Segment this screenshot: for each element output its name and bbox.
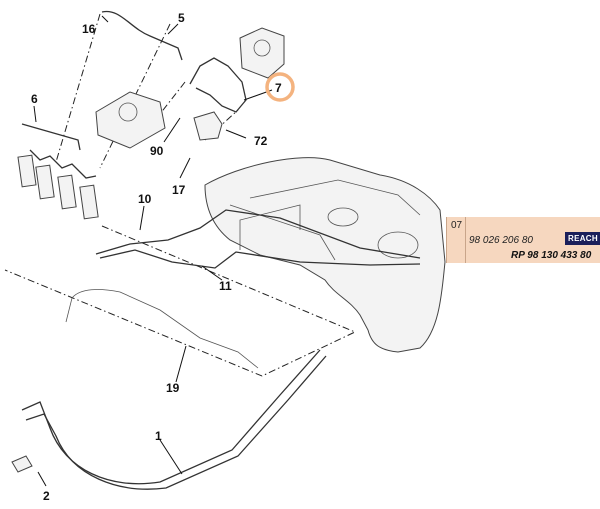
pipe-7 bbox=[189, 57, 247, 113]
valve-block bbox=[193, 111, 223, 141]
callout-90: 90 bbox=[150, 144, 164, 158]
callout-7: 7 bbox=[275, 81, 282, 95]
part-number: 98 026 206 80 bbox=[469, 235, 533, 246]
connector-2 bbox=[11, 455, 33, 473]
reference-code: 07 bbox=[451, 220, 463, 231]
callout-10: 10 bbox=[138, 192, 152, 206]
callout-2: 2 bbox=[43, 489, 50, 503]
highlight-circle bbox=[265, 72, 295, 102]
reach-badge: REACH bbox=[565, 232, 600, 245]
callout-72: 72 bbox=[254, 134, 268, 148]
callout-6: 6 bbox=[31, 92, 38, 106]
reference-code-column: 07 bbox=[447, 217, 466, 263]
filter-housing bbox=[239, 27, 285, 79]
pipe-11 bbox=[99, 249, 421, 269]
assembly-guide-lines bbox=[4, 13, 357, 377]
hose-19 bbox=[65, 289, 259, 369]
callout-1: 1 bbox=[155, 429, 162, 443]
callout-19: 19 bbox=[166, 381, 180, 395]
leader-lines bbox=[33, 15, 273, 487]
pipe-5 bbox=[101, 10, 183, 61]
injector-assembly bbox=[17, 123, 99, 220]
pipe-10 bbox=[95, 209, 421, 259]
callout-16: 16 bbox=[82, 22, 96, 36]
fuel-line-1 bbox=[21, 349, 321, 485]
callout-5: 5 bbox=[178, 11, 185, 25]
fuel-tank bbox=[204, 157, 446, 353]
part-reference-card: 07 98 026 206 80 REACH RP 98 130 433 80 bbox=[446, 217, 600, 263]
rp-number: RP 98 130 433 80 bbox=[511, 250, 592, 261]
fuel-pump bbox=[95, 91, 166, 149]
fuel-line-1b bbox=[25, 355, 327, 490]
callout-11: 11 bbox=[219, 279, 232, 293]
callout-17: 17 bbox=[172, 183, 186, 197]
